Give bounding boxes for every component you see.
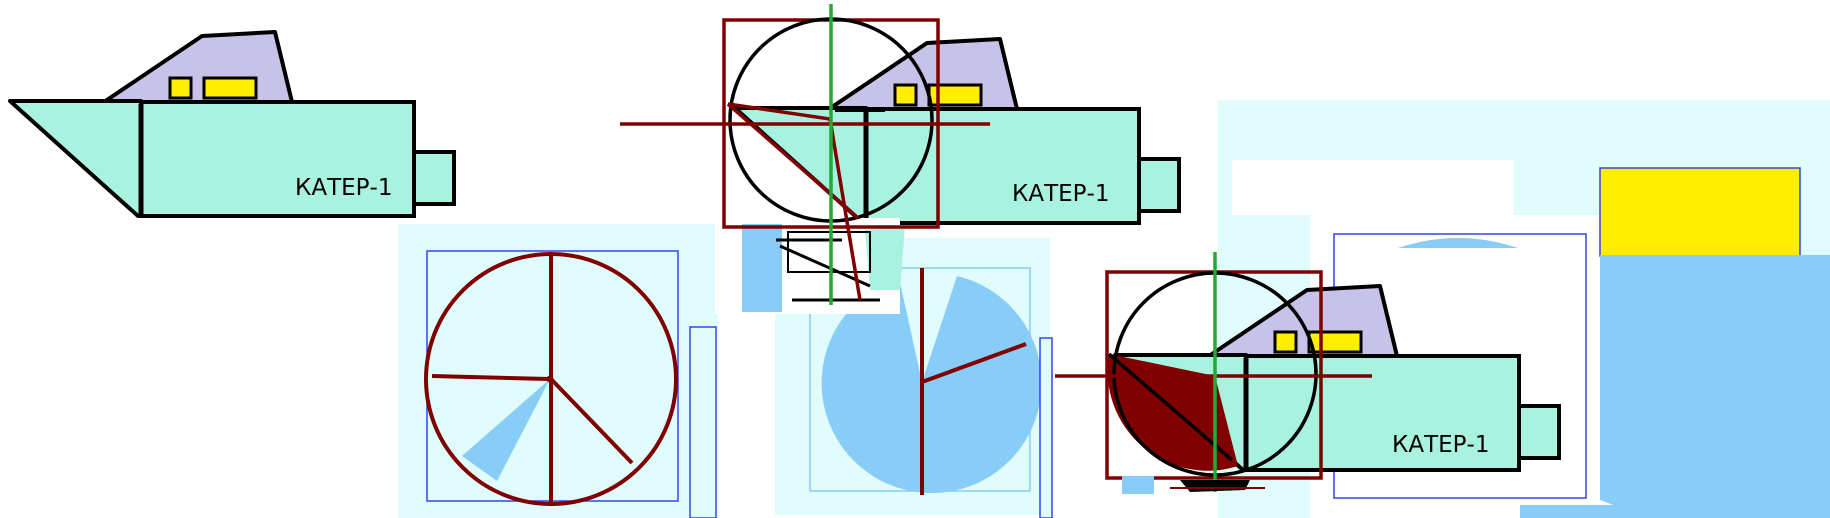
- boat-3-label: КАТЕР-1: [1392, 432, 1489, 458]
- boat-2[interactable]: КАТЕР-1: [735, 39, 1179, 223]
- boat-1[interactable]: КАТЕР-1: [10, 32, 454, 216]
- circle-construction-panel: [398, 224, 718, 518]
- boat-2-construction: [620, 4, 990, 314]
- pie-panel: [775, 235, 1053, 518]
- boat-3-construction: [1055, 252, 1372, 494]
- boat-2-label: КАТЕР-1: [1012, 181, 1109, 207]
- boat-3[interactable]: КАТЕР-1: [1115, 286, 1559, 470]
- boat-1-label: КАТЕР-1: [295, 175, 392, 201]
